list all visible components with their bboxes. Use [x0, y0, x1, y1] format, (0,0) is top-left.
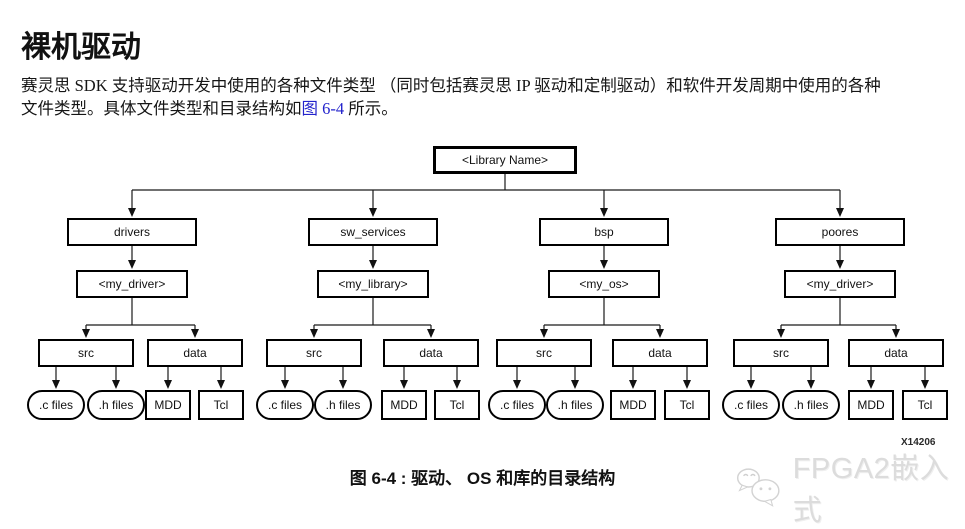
- node-sw-services: sw_services: [308, 218, 438, 246]
- node-data: data: [848, 339, 944, 367]
- leaf-tcl: Tcl: [434, 390, 480, 420]
- leaf-mdd: MDD: [381, 390, 427, 420]
- watermark: FPGA2嵌入式: [735, 445, 965, 529]
- leaf-mdd: MDD: [145, 390, 191, 420]
- node-data: data: [147, 339, 243, 367]
- node-data: data: [383, 339, 479, 367]
- intro-paragraph: 赛灵思 SDK 支持驱动开发中使用的各种文件类型 （同时包括赛灵思 IP 驱动和…: [21, 74, 953, 120]
- figure-id-label: X14206: [901, 437, 936, 448]
- node-poores: poores: [775, 218, 905, 246]
- leaf-tcl: Tcl: [664, 390, 710, 420]
- leaf-c-files: .c files: [256, 390, 314, 420]
- leaf-c-files: .c files: [488, 390, 546, 420]
- node-my-driver: <my_driver>: [784, 270, 896, 298]
- page-title: 裸机驱动: [21, 31, 141, 65]
- leaf-h-files: .h files: [546, 390, 604, 420]
- leaf-h-files: .h files: [782, 390, 840, 420]
- wechat-logo-icon: [736, 468, 780, 507]
- paragraph-line2-start: 文件类型。具体文件类型和目录结构如: [21, 98, 302, 118]
- node-my-driver: <my_driver>: [76, 270, 188, 298]
- node-drivers: drivers: [67, 218, 197, 246]
- node-src: src: [733, 339, 829, 367]
- figure-caption: 图 6-4 : 驱动、 OS 和库的目录结构: [349, 469, 616, 488]
- leaf-mdd: MDD: [848, 390, 894, 420]
- node-my-os: <my_os>: [548, 270, 660, 298]
- node-src: src: [38, 339, 134, 367]
- watermark-text: FPGA2嵌入式: [792, 453, 950, 527]
- leaf-tcl: Tcl: [198, 390, 244, 420]
- node-data: data: [612, 339, 708, 367]
- node-bsp: bsp: [539, 218, 669, 246]
- leaf-c-files: .c files: [722, 390, 780, 420]
- node-my-library: <my_library>: [317, 270, 429, 298]
- directory-structure-diagram: <Library Name> drivers <my_driver> src d…: [27, 146, 948, 448]
- leaf-tcl: Tcl: [902, 390, 948, 420]
- tree-connector-lines: [52, 174, 929, 389]
- leaf-mdd: MDD: [610, 390, 656, 420]
- figure-6-4-link[interactable]: 图 6-4: [301, 98, 345, 118]
- node-src: src: [496, 339, 592, 367]
- leaf-h-files: .h files: [314, 390, 372, 420]
- node-library-name: <Library Name>: [433, 146, 577, 174]
- leaf-h-files: .h files: [87, 390, 145, 420]
- paragraph-line1: 赛灵思 SDK 支持驱动开发中使用的各种文件类型 （同时包括赛灵思 IP 驱动和…: [21, 75, 881, 95]
- leaf-c-files: .c files: [27, 390, 85, 420]
- node-src: src: [266, 339, 362, 367]
- paragraph-line2-end: 所示。: [344, 98, 398, 118]
